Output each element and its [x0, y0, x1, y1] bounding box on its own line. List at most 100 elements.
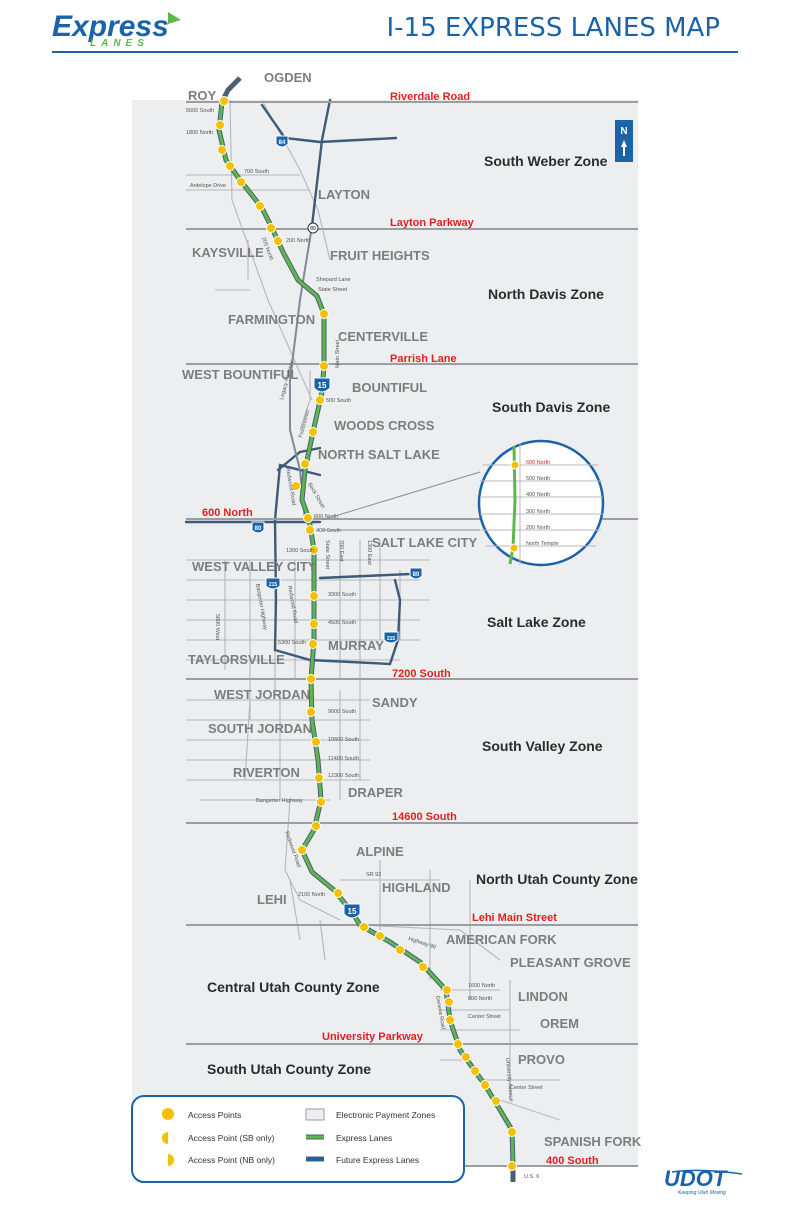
- access-point: [309, 619, 319, 629]
- inset-label: 600 North: [526, 460, 550, 466]
- street-label: Bangerter Highway: [256, 798, 303, 804]
- access-point: [309, 591, 319, 601]
- street-label: 1300 South: [286, 548, 314, 554]
- i215-loop: [273, 463, 402, 666]
- legend-label: Access Point (NB only): [188, 1155, 275, 1165]
- city-label: SALT LAKE CITY: [372, 535, 478, 550]
- street-label: 500 South: [326, 398, 351, 404]
- city-label: OGDEN: [264, 70, 312, 85]
- access-nb-icon: [168, 1154, 174, 1166]
- access-point: [445, 1015, 455, 1025]
- svg-text:89: 89: [310, 226, 316, 232]
- svg-text:15: 15: [318, 381, 327, 390]
- city-label: WOODS CROSS: [334, 418, 435, 433]
- access-point: [300, 459, 310, 469]
- city-label: RIVERTON: [233, 765, 300, 780]
- zone-boundaries: [186, 101, 638, 1167]
- access-point: [219, 96, 229, 106]
- i215-north: [276, 446, 322, 472]
- city-label: NORTH SALT LAKE: [318, 447, 440, 462]
- city-label: WEST BOUNTIFUL: [182, 367, 298, 382]
- city-label: FRUIT HEIGHTS: [330, 248, 430, 263]
- access-point: [306, 707, 316, 717]
- boundary-label: Lehi Main Street: [472, 912, 557, 924]
- access-point: [507, 1161, 517, 1171]
- page-title: I-15 EXPRESS LANES MAP: [387, 13, 721, 43]
- street-label: University Avenue: [504, 1058, 514, 1102]
- street-label: 2100 North: [298, 892, 325, 898]
- access-point: [236, 177, 246, 187]
- interstate-shield-icon: 80: [409, 567, 423, 580]
- inset-label: 200 North: [526, 525, 550, 531]
- zone-label: Central Utah County Zone: [207, 979, 380, 995]
- access-point: [266, 223, 276, 233]
- udot-logo: UDOT Keeping Utah Moving: [664, 1166, 743, 1196]
- city-label: DRAPER: [348, 785, 404, 800]
- access-point: [311, 821, 321, 831]
- inset-label: 400 North: [526, 492, 550, 498]
- svg-text:215: 215: [269, 582, 278, 588]
- svg-text:80: 80: [255, 526, 262, 532]
- boundary-label: 400 South: [546, 1155, 599, 1167]
- city-label: ALPINE: [356, 844, 404, 859]
- interstate-shield-icon: 84: [275, 135, 289, 148]
- access-point: [461, 1052, 471, 1062]
- zone-label: South Utah County Zone: [207, 1061, 371, 1077]
- inset-label: 300 North: [526, 509, 550, 515]
- city-label: WEST VALLEY CITY: [192, 559, 317, 574]
- access-point: [319, 309, 329, 319]
- legend-label: Express Lanes: [336, 1133, 392, 1143]
- secondary-roads: [289, 225, 313, 521]
- legend: Access Points Access Point (SB only) Acc…: [131, 1095, 465, 1183]
- access-point: [306, 674, 316, 684]
- street-label: 400 South: [316, 528, 341, 534]
- city-label: ROY: [188, 88, 217, 103]
- access-point: [297, 845, 307, 855]
- access-point: [480, 1080, 490, 1090]
- city-label: KAYSVILLE: [192, 245, 264, 260]
- street-label: 600 North: [314, 514, 338, 520]
- street-label: State Street: [324, 540, 330, 570]
- boundary-label: University Parkway: [322, 1031, 424, 1043]
- boundary-label: 14600 South: [392, 811, 457, 823]
- access-point: [491, 1096, 501, 1106]
- street-label: Center Street: [510, 1085, 543, 1091]
- access-point: [309, 545, 319, 555]
- street-label: Antelope Drive: [190, 183, 226, 189]
- header: Express LANES I-15 EXPRESS LANES MAP: [52, 10, 738, 53]
- street-label: 9000 South: [328, 709, 356, 715]
- access-point: [217, 145, 227, 155]
- udot-logo-text: UDOT: [664, 1166, 728, 1191]
- access-point: [305, 525, 315, 535]
- access-point: [255, 201, 265, 211]
- access-point: [273, 236, 283, 246]
- street-label: 5300 South: [278, 640, 306, 646]
- access-point: [308, 639, 318, 649]
- access-point: [225, 161, 235, 171]
- access-point: [291, 481, 301, 491]
- street-label: 12300 South: [328, 773, 359, 779]
- access-point: [453, 1039, 463, 1049]
- north-arrow-icon: N: [615, 120, 633, 162]
- access-point: [375, 931, 385, 941]
- zone-label: North Utah County Zone: [476, 871, 638, 887]
- inset-label: North Temple: [526, 541, 559, 547]
- access-point: [315, 395, 325, 405]
- svg-text:N: N: [620, 126, 627, 137]
- us-route-shield-icon: 89: [307, 222, 319, 234]
- boundary-label: Riverdale Road: [390, 91, 470, 103]
- udot-tagline: Keeping Utah Moving: [678, 1190, 726, 1196]
- access-point: [319, 361, 329, 371]
- highway-shields: 84 89 15 80 215 80 215 15: [251, 135, 423, 919]
- access-point: [470, 1066, 480, 1076]
- logo-main: Express: [52, 10, 169, 43]
- street-label: 800 North: [468, 996, 492, 1002]
- city-label: TAYLORSVILLE: [188, 652, 285, 667]
- i84-road: [260, 103, 398, 144]
- city-label: BOUNTIFUL: [352, 380, 427, 395]
- city-label: WEST JORDAN: [214, 687, 310, 702]
- local-roads: [186, 99, 561, 1121]
- boundary-labels: Riverdale Road Layton Parkway Parrish La…: [202, 91, 599, 1167]
- boundary-label: 7200 South: [392, 668, 451, 680]
